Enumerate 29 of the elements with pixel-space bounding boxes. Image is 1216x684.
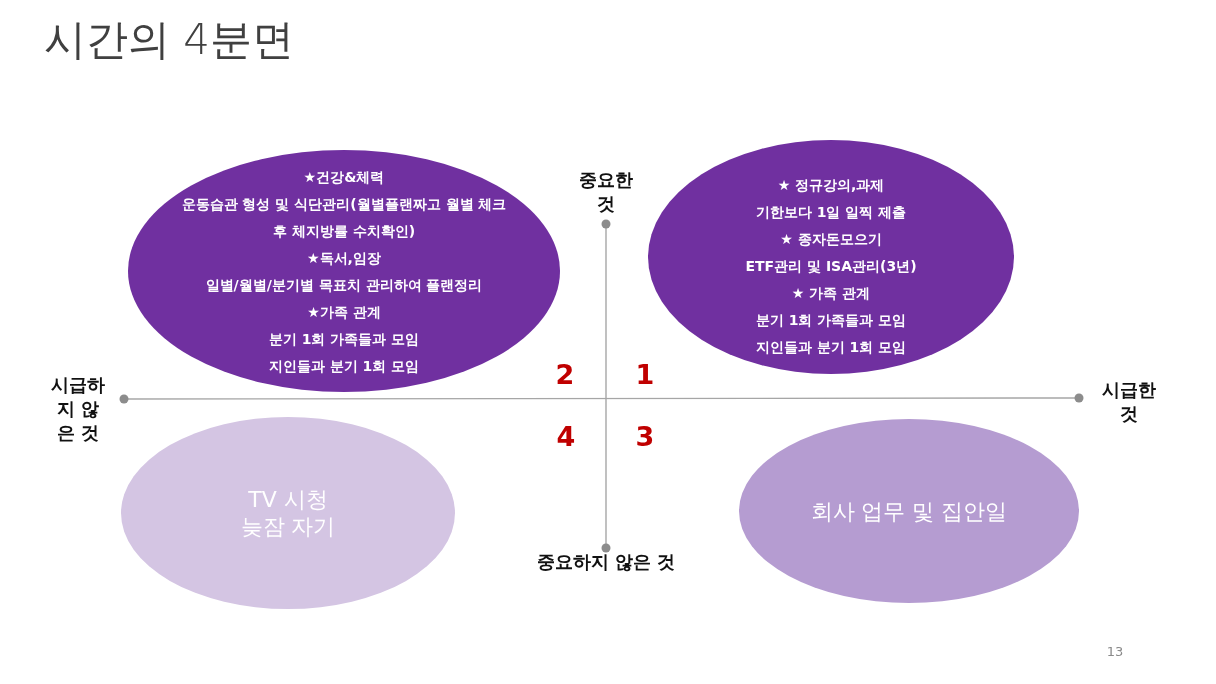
goal-text: 기한보다 1일 일찍 제출 (755, 202, 907, 222)
quadrant-number: 1 (635, 358, 655, 392)
activity-text: TV 시청 (248, 486, 328, 513)
category-heading: ★ 가족 관계 (791, 283, 871, 303)
activity-text: 늦잠 자기 (240, 513, 336, 540)
activity-text: 회사 업무 및 집안일 (810, 497, 1008, 525)
quadrant-number: 3 (635, 420, 655, 454)
goal-text: 지인들과 분기 1회 모임 (268, 357, 420, 376)
category-heading: ★독서,임장 (307, 249, 381, 268)
quadrant-number: 4 (556, 420, 576, 454)
slide-title: 시간의 4분면 (44, 14, 295, 66)
axis-label: 시급하지 않은 것 (50, 373, 106, 445)
quadrant-ellipse (121, 417, 455, 609)
goal-text: 지인들과 분기 1회 모임 (755, 337, 907, 357)
axis-label: 중요한 것 (578, 168, 634, 216)
quadrant-ellipse (739, 419, 1079, 603)
category-heading: ★건강&체력 (303, 168, 385, 187)
quadrant-number: 2 (555, 358, 575, 392)
axis-label: 중요하지 않은 것 (536, 550, 676, 574)
axis-label: 시급한 것 (1101, 378, 1157, 426)
category-heading: ★ 정규강의,과제 (777, 175, 885, 195)
goal-text: 분기 1회 가족들과 모임 (268, 330, 420, 349)
category-heading: ★ 종자돈모으기 (780, 229, 882, 249)
goal-text: ETF관리 및 ISA관리(3년) (745, 256, 917, 276)
goal-text: 일별/월별/분기별 목표치 관리하여 플랜정리 (205, 276, 483, 295)
goal-text: 분기 1회 가족들과 모임 (755, 310, 907, 330)
goal-text: 운동습관 형성 및 식단관리(월별플랜짜고 월별 체크 후 체지방률 수치확인) (180, 195, 508, 241)
category-heading: ★가족 관계 (307, 303, 381, 322)
page-number: 13 (1106, 643, 1124, 661)
